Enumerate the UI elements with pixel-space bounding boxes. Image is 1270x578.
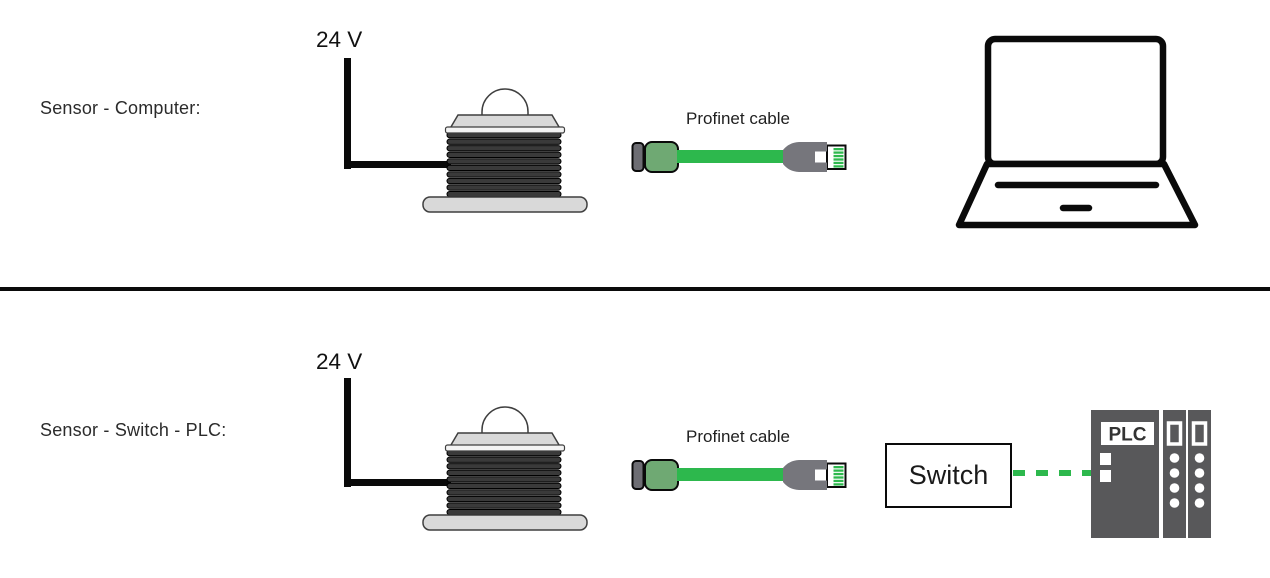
cable-cord: [677, 468, 784, 481]
profinet-cable-icon: [631, 459, 847, 491]
row2-cable-label: Profinet cable: [686, 427, 790, 446]
row2-power-wire-vertical: [344, 378, 351, 487]
row1-power-wire-vertical: [344, 58, 351, 169]
rj45-plug-body: [783, 460, 827, 490]
sensor-dome: [481, 88, 529, 120]
sensor-cap-strip: [444, 126, 566, 134]
laptop-screen: [984, 35, 1167, 168]
row2-voltage-label: 24 V: [316, 349, 363, 374]
rj45-plug-body: [783, 142, 827, 172]
sensor-cap-strip: [444, 444, 566, 452]
laptop-base: [955, 160, 1199, 229]
plc-io-module-2: [1188, 410, 1211, 538]
row1-power-wire-horizontal: [344, 161, 451, 168]
m12-connector-cap: [631, 460, 645, 490]
m12-connector-body: [644, 141, 679, 173]
switch-plc-dashed-link: [1013, 470, 1093, 476]
section-divider: [0, 287, 1270, 291]
rj45-pins: [833, 148, 844, 168]
plc-port-upper: [1100, 453, 1111, 465]
row1-cable-label: Profinet cable: [686, 109, 790, 128]
laptop-icon: [955, 35, 1199, 229]
sensor-icon: [422, 406, 588, 531]
row1-label: Sensor - Computer:: [40, 98, 201, 118]
plc-port-lower: [1100, 470, 1111, 482]
sensor-dome: [481, 406, 529, 438]
m12-connector-cap: [631, 142, 645, 172]
m12-connector-body: [644, 459, 679, 491]
plc-rack-icon: PLC: [1091, 410, 1211, 538]
sensor-base: [422, 514, 588, 531]
sensor-rib-stack: [446, 132, 562, 198]
cable-cord: [677, 150, 784, 163]
row2-label: Sensor - Switch - PLC:: [40, 420, 227, 440]
plc-label: PLC: [1109, 425, 1147, 446]
row2-power-wire-horizontal: [344, 479, 451, 486]
sensor-base: [422, 196, 588, 213]
switch-box: Switch: [885, 443, 1012, 508]
sensor-rib-stack: [446, 450, 562, 516]
switch-label: Switch: [908, 460, 989, 490]
profinet-cable-icon: [631, 141, 847, 173]
plc-label-plate: [1101, 422, 1154, 445]
row1-voltage-label: 24 V: [316, 27, 363, 52]
sensor-icon: [422, 88, 588, 213]
rj45-pins: [833, 466, 844, 486]
plc-io-module-1: [1163, 410, 1186, 538]
